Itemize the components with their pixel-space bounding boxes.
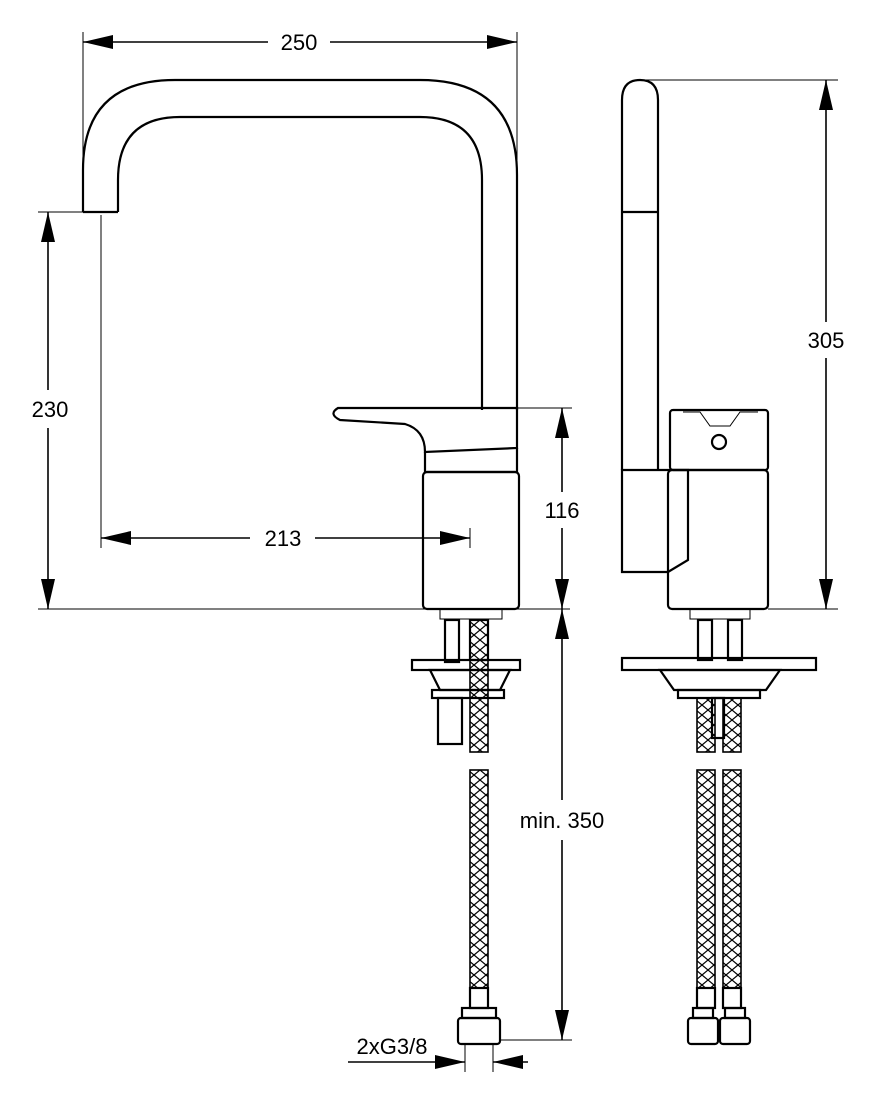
handle-lever (332, 406, 519, 454)
arrow-305-top (819, 80, 833, 110)
arrow-g38-right (493, 1055, 523, 1069)
hose-upper (469, 619, 489, 753)
hose-end-sleeve (468, 986, 490, 1010)
hose-fitting-side-1 (696, 618, 714, 662)
stud-bolt (436, 696, 464, 746)
label-213: 213 (265, 526, 302, 551)
dimensions: 250 230 213 116 min. 350 (32, 30, 845, 1072)
washer-side (676, 688, 762, 700)
handle-cap-detail (683, 411, 758, 427)
hose-side-1-lower (696, 769, 716, 989)
spout-outer (81, 78, 519, 410)
arrow-g38-left (435, 1055, 465, 1069)
label-116: 116 (544, 498, 579, 523)
hose-side-1-nut (686, 1016, 720, 1046)
arrow-305-bottom (819, 579, 833, 609)
handle-screw (710, 433, 728, 451)
label-250: 250 (281, 30, 318, 55)
arrow-116-top (555, 408, 569, 438)
hose-fitting-side-2 (726, 618, 744, 662)
arrow-230-bottom (41, 579, 55, 609)
handle-side (668, 408, 770, 472)
hose-nut-top (460, 1006, 498, 1020)
body-side (666, 468, 770, 611)
arrow-116-bottom (555, 579, 569, 609)
hose-side-1-upper (696, 697, 716, 753)
mounting-plate (410, 658, 522, 672)
hose-side-2-sleeve (721, 986, 743, 1010)
hose-nut (456, 1016, 502, 1046)
hose-side-1-nut-top (691, 1006, 715, 1020)
arrow-213-left (101, 531, 131, 545)
spout-inner (116, 115, 484, 410)
arrow-250-left (83, 35, 113, 49)
spout-base-side (620, 468, 690, 574)
stud-side (710, 696, 726, 740)
hose-side-2-lower (722, 769, 742, 989)
hose-side-2-upper (722, 697, 742, 753)
arrow-350-top (555, 609, 569, 639)
base-plate (439, 608, 503, 620)
hose-side-2-nut-top (723, 1006, 747, 1020)
arrow-350-bottom (555, 1010, 569, 1040)
arrow-213-right (440, 531, 470, 545)
side-view (620, 78, 818, 1046)
arrow-230-top (41, 212, 55, 242)
faucet-body (421, 470, 521, 611)
threaded-rod (443, 618, 461, 664)
label-g38: 2xG3/8 (357, 1034, 428, 1059)
hose-side-2-nut (718, 1016, 752, 1046)
arrow-250-right (487, 35, 517, 49)
hose-side-1-sleeve (695, 986, 717, 1010)
base-plate-side (689, 608, 751, 620)
label-305: 305 (808, 328, 845, 353)
label-350: min. 350 (520, 808, 604, 833)
hose-lower (469, 769, 489, 989)
mounting-plate-side (620, 656, 818, 672)
spout-side (620, 78, 660, 470)
front-view (81, 78, 522, 1046)
label-230: 230 (32, 397, 69, 422)
mounting-nut-side (657, 668, 783, 692)
washer (430, 688, 506, 700)
